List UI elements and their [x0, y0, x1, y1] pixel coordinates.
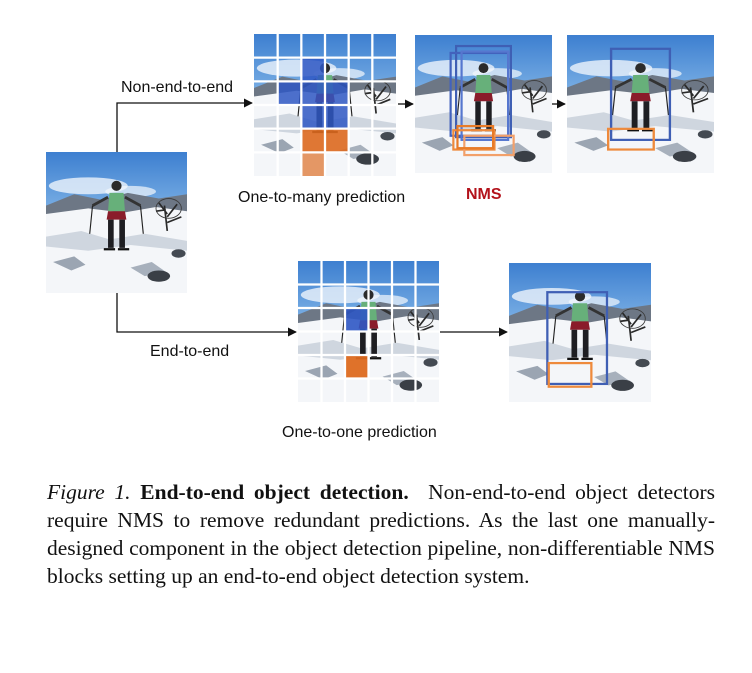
blue-box: [455, 44, 512, 139]
one-to-one-grid-image: [296, 259, 441, 404]
pre-nms-photo: [413, 33, 554, 175]
figure-number: Figure 1.: [47, 480, 131, 504]
orange-box: [547, 361, 593, 388]
upper-branch-line: [116, 98, 253, 152]
one-to-many-label: One-to-many prediction: [238, 189, 405, 206]
non-end-to-end-label: Non-end-to-end: [121, 79, 233, 96]
one-to-many-grid-image: [252, 32, 398, 178]
post-nms-photo: [565, 33, 716, 175]
caption-text: Non-end-to-end object detectors require …: [47, 480, 716, 588]
orange-prediction-cells: [301, 128, 349, 176]
blue-prediction-cell: [344, 307, 369, 332]
figure-caption: Figure 1. End-to-end object detection. N…: [47, 478, 715, 590]
end-to-end-output-photo: [507, 261, 653, 404]
blue-box: [609, 47, 672, 141]
blue-box: [460, 50, 510, 141]
orange-prediction-cell: [344, 355, 369, 379]
orange-box: [463, 134, 515, 157]
figure-title: End-to-end object detection.: [140, 480, 409, 504]
blue-box: [546, 291, 609, 386]
blue-prediction-cells: [277, 57, 349, 129]
nms-label: NMS: [466, 186, 502, 203]
input-photo: [44, 150, 189, 295]
orange-box: [606, 127, 655, 151]
lower-branch-line: [116, 293, 297, 337]
diagram: Non-end-to-end End-to-end One-to-many pr…: [44, 32, 716, 441]
orange-box: [456, 124, 495, 150]
one-to-one-label: One-to-one prediction: [282, 424, 437, 441]
orange-box: [452, 129, 496, 151]
end-to-end-label: End-to-end: [150, 343, 229, 360]
